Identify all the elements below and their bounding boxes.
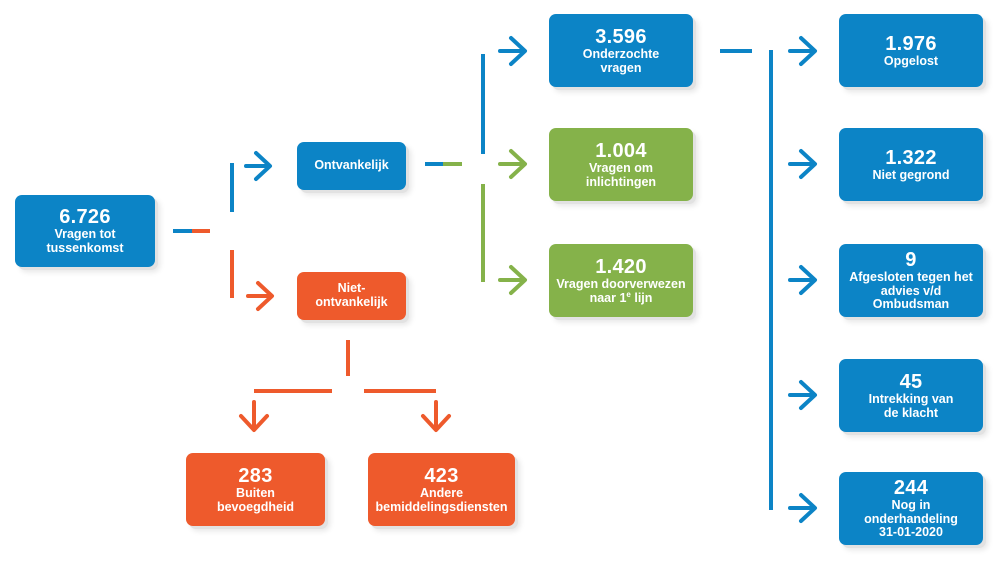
node-ontvankelijk: Ontvankelijk [297,142,406,190]
node-onderzocht: 3.596 Onderzochte vragen [549,14,693,87]
node-inlichtingen: 1.004 Vragen om inlichtingen [549,128,693,201]
node-intrekking: 45 Intrekking van de klacht [839,359,983,432]
node-afgesloten-label-2: advies v/d Ombudsman [872,283,950,312]
node-onderzocht-label-2: vragen [600,60,642,75]
node-onderzocht-number: 3.596 [595,25,647,48]
node-opgelost-label-1: Opgelost [883,53,939,68]
node-intrekking-label-2: de klacht [883,405,939,420]
node-andere-label-1: Andere [419,485,464,500]
arrow-to-opgelost [799,36,817,66]
node-total-label-2: tussenkomst [46,241,124,255]
node-doorverwezen-label-suffix: lijn [630,290,653,305]
node-opgelost-number: 1.976 [885,32,937,55]
node-afgesloten: 9 Afgesloten tegen het advies v/d Ombuds… [839,244,983,317]
node-inlichtingen-label-2: inlichtingen [585,174,657,189]
node-doorverwezen-label-sup: e [626,289,631,299]
node-doorverwezen-label-1: Vragen doorverwezen [556,276,686,291]
node-intrekking-label-1: Intrekking van [868,391,954,406]
node-buiten: 283 Buiten bevoegdheid [186,453,325,526]
node-nietgegrond: 1.322 Niet gegrond [839,128,983,201]
node-behandeling-label-1: Nog in onderhandeling [864,497,958,526]
node-onderzocht-label-1: Onderzochte [582,46,660,61]
node-doorverwezen: 1.420 Vragen doorverwezen naar 1e lijn [549,244,693,317]
arrow-to-onderzocht [509,36,527,66]
arrow-to-buiten [239,414,269,432]
node-doorverwezen-label-2-main: naar 1 [589,290,627,305]
node-afgesloten-number: 9 [905,248,917,271]
node-buiten-number: 283 [238,464,273,487]
node-intrekking-number: 45 [899,370,923,393]
node-niet-ontvankelijk: Niet- ontvankelijk [297,272,406,320]
arrow-to-intrekking [799,380,817,410]
arrow-to-nietgegrond [799,149,817,179]
node-niet-label-2: ontvankelijk [315,295,388,309]
node-behandeling-number: 244 [893,476,929,499]
node-andere: 423 Andere bemiddelingsdiensten [368,453,515,526]
node-inlichtingen-label-1: Vragen om [589,160,653,175]
node-niet-label-1: Niet- [337,281,366,296]
node-andere-label-2: bemiddelingsdiensten [375,499,508,514]
arrow-to-inlichtingen [509,149,527,179]
arrow-to-behandeling [799,493,817,523]
node-afgesloten-label-1: Afgesloten tegen het [849,269,973,284]
node-andere-number: 423 [424,464,459,487]
node-nietgegrond-number: 1.322 [885,146,937,169]
node-doorverwezen-number: 1.420 [595,255,647,278]
node-behandeling-label-2: 31-01-2020 [879,525,943,540]
node-opgelost: 1.976 Opgelost [839,14,983,87]
node-ontvankelijk-label: Ontvankelijk [314,158,389,173]
node-behandeling: 244 Nog in onderhandeling 31-01-2020 [839,472,983,545]
node-buiten-label-2: bevoegdheid [216,499,295,514]
node-total-number: 6.726 [59,206,111,229]
node-total: 6.726 Vragen tot tussenkomst [15,195,155,267]
arrow-to-doorverwezen [509,265,527,295]
node-doorverwezen-label-2: naar 1e lijn [589,289,653,306]
node-nietgegrond-label-1: Niet gegrond [872,167,950,182]
node-buiten-label-1: Buiten [236,485,275,500]
arrow-to-afgesloten [799,265,817,295]
node-total-label-1: Vragen tot [54,227,116,242]
node-inlichtingen-number: 1.004 [595,139,647,162]
arrow-to-andere [421,414,451,432]
